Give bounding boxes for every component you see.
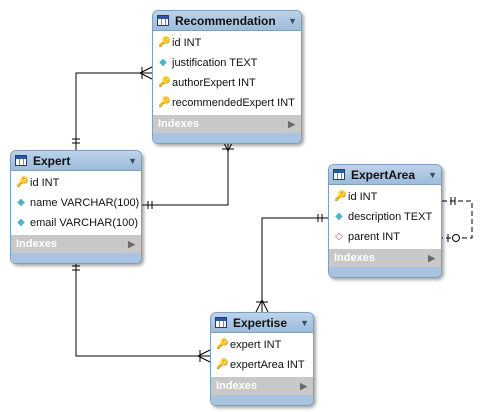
column-row[interactable]: 🔑expertArea INT (211, 355, 313, 375)
table-footer (11, 253, 141, 263)
column-row[interactable]: ◇ parent INT (329, 227, 441, 247)
key-icon: 🔑 (334, 191, 347, 202)
indexes-label: Indexes (334, 252, 375, 264)
table-header[interactable]: Recommendation ▼ (153, 11, 301, 31)
table-expertise[interactable]: Expertise ▼ 🔑expert INT 🔑expertArea INT … (210, 312, 314, 406)
table-title: Expertise (233, 315, 288, 330)
column-row[interactable]: 🔑id INT (11, 173, 141, 193)
key-icon: 🔑 (158, 97, 171, 108)
indexes-label: Indexes (158, 118, 199, 130)
key-icon: 🔑 (216, 339, 229, 350)
column-label: justification TEXT (172, 57, 258, 69)
table-title: Expert (33, 153, 71, 168)
column-label: expert INT (230, 339, 282, 351)
column-label: authorExpert INT (172, 77, 256, 89)
column-label: description TEXT (348, 211, 433, 223)
rel-expert-author (75, 72, 152, 150)
expand-triangle-icon[interactable]: ▶ (128, 238, 135, 249)
column-row[interactable]: 🔑expert INT (211, 335, 313, 355)
expand-triangle-icon[interactable]: ▶ (428, 252, 435, 263)
column-row[interactable]: 🔑id INT (329, 187, 441, 207)
diamond-icon: ◆ (159, 57, 167, 68)
column-label: name VARCHAR(100) (30, 197, 140, 209)
column-row[interactable]: 🔑recommendedExpert INT (153, 93, 301, 113)
rel-expertarea-parent (442, 200, 473, 239)
collapse-chevron-icon[interactable]: ▼ (288, 15, 297, 26)
rel-expertarea-expertise (261, 217, 328, 312)
collapse-chevron-icon[interactable]: ▼ (428, 169, 437, 180)
table-icon (215, 317, 227, 328)
column-label: id INT (348, 191, 378, 203)
column-label: id INT (30, 177, 60, 189)
column-label: id INT (172, 37, 202, 49)
key-icon: 🔑 (158, 77, 171, 88)
rel-expert-recommended (142, 139, 229, 206)
table-footer (329, 267, 441, 277)
key-icon: 🔑 (16, 177, 29, 188)
rel-expert-expertise (75, 260, 210, 357)
expand-triangle-icon[interactable]: ▶ (288, 118, 295, 129)
column-row[interactable]: 🔑authorExpert INT (153, 73, 301, 93)
table-header[interactable]: ExpertArea ▼ (329, 165, 441, 185)
column-row[interactable]: ◆ justification TEXT (153, 53, 301, 73)
table-expert[interactable]: Expert ▼ 🔑id INT ◆ name VARCHAR(100) ◆ ema… (10, 150, 142, 264)
table-icon (157, 15, 169, 26)
diamond-icon: ◆ (17, 217, 25, 228)
column-row[interactable]: ◆ description TEXT (329, 207, 441, 227)
table-footer (211, 395, 313, 405)
column-label: parent INT (348, 231, 400, 243)
indexes-section[interactable]: Indexes ▶ (11, 235, 141, 253)
collapse-chevron-icon[interactable]: ▼ (128, 155, 137, 166)
column-row[interactable]: ◆ email VARCHAR(100) (11, 213, 141, 233)
diamond-icon: ◆ (17, 197, 25, 208)
table-header[interactable]: Expert ▼ (11, 151, 141, 171)
key-icon: 🔑 (216, 359, 229, 370)
indexes-section[interactable]: Indexes ▶ (329, 249, 441, 267)
indexes-section[interactable]: Indexes ▶ (153, 115, 301, 133)
table-title: ExpertArea (351, 167, 416, 182)
table-footer (153, 133, 301, 143)
table-icon (333, 169, 345, 180)
table-header[interactable]: Expertise ▼ (211, 313, 313, 333)
column-label: recommendedExpert INT (172, 97, 295, 109)
table-recommendation[interactable]: Recommendation ▼ 🔑id INT ◆justification … (152, 10, 302, 144)
table-title: Recommendation (175, 13, 276, 28)
empty-diamond-icon: ◇ (335, 231, 343, 242)
column-row[interactable]: ◆ name VARCHAR(100) (11, 193, 141, 213)
indexes-section[interactable]: Indexes ▶ (211, 377, 313, 395)
diamond-icon: ◆ (335, 211, 343, 222)
optional-mark (452, 234, 460, 242)
column-row[interactable]: 🔑id INT (153, 33, 301, 53)
key-icon: 🔑 (158, 37, 171, 48)
indexes-label: Indexes (16, 238, 57, 250)
expand-triangle-icon[interactable]: ▶ (300, 380, 307, 391)
table-expertarea[interactable]: ExpertArea ▼ 🔑id INT ◆ description TEXT ◇… (328, 164, 442, 278)
table-icon (15, 155, 27, 166)
column-label: email VARCHAR(100) (30, 217, 138, 229)
collapse-chevron-icon[interactable]: ▼ (300, 317, 309, 328)
indexes-label: Indexes (216, 380, 257, 392)
column-label: expertArea INT (230, 359, 305, 371)
